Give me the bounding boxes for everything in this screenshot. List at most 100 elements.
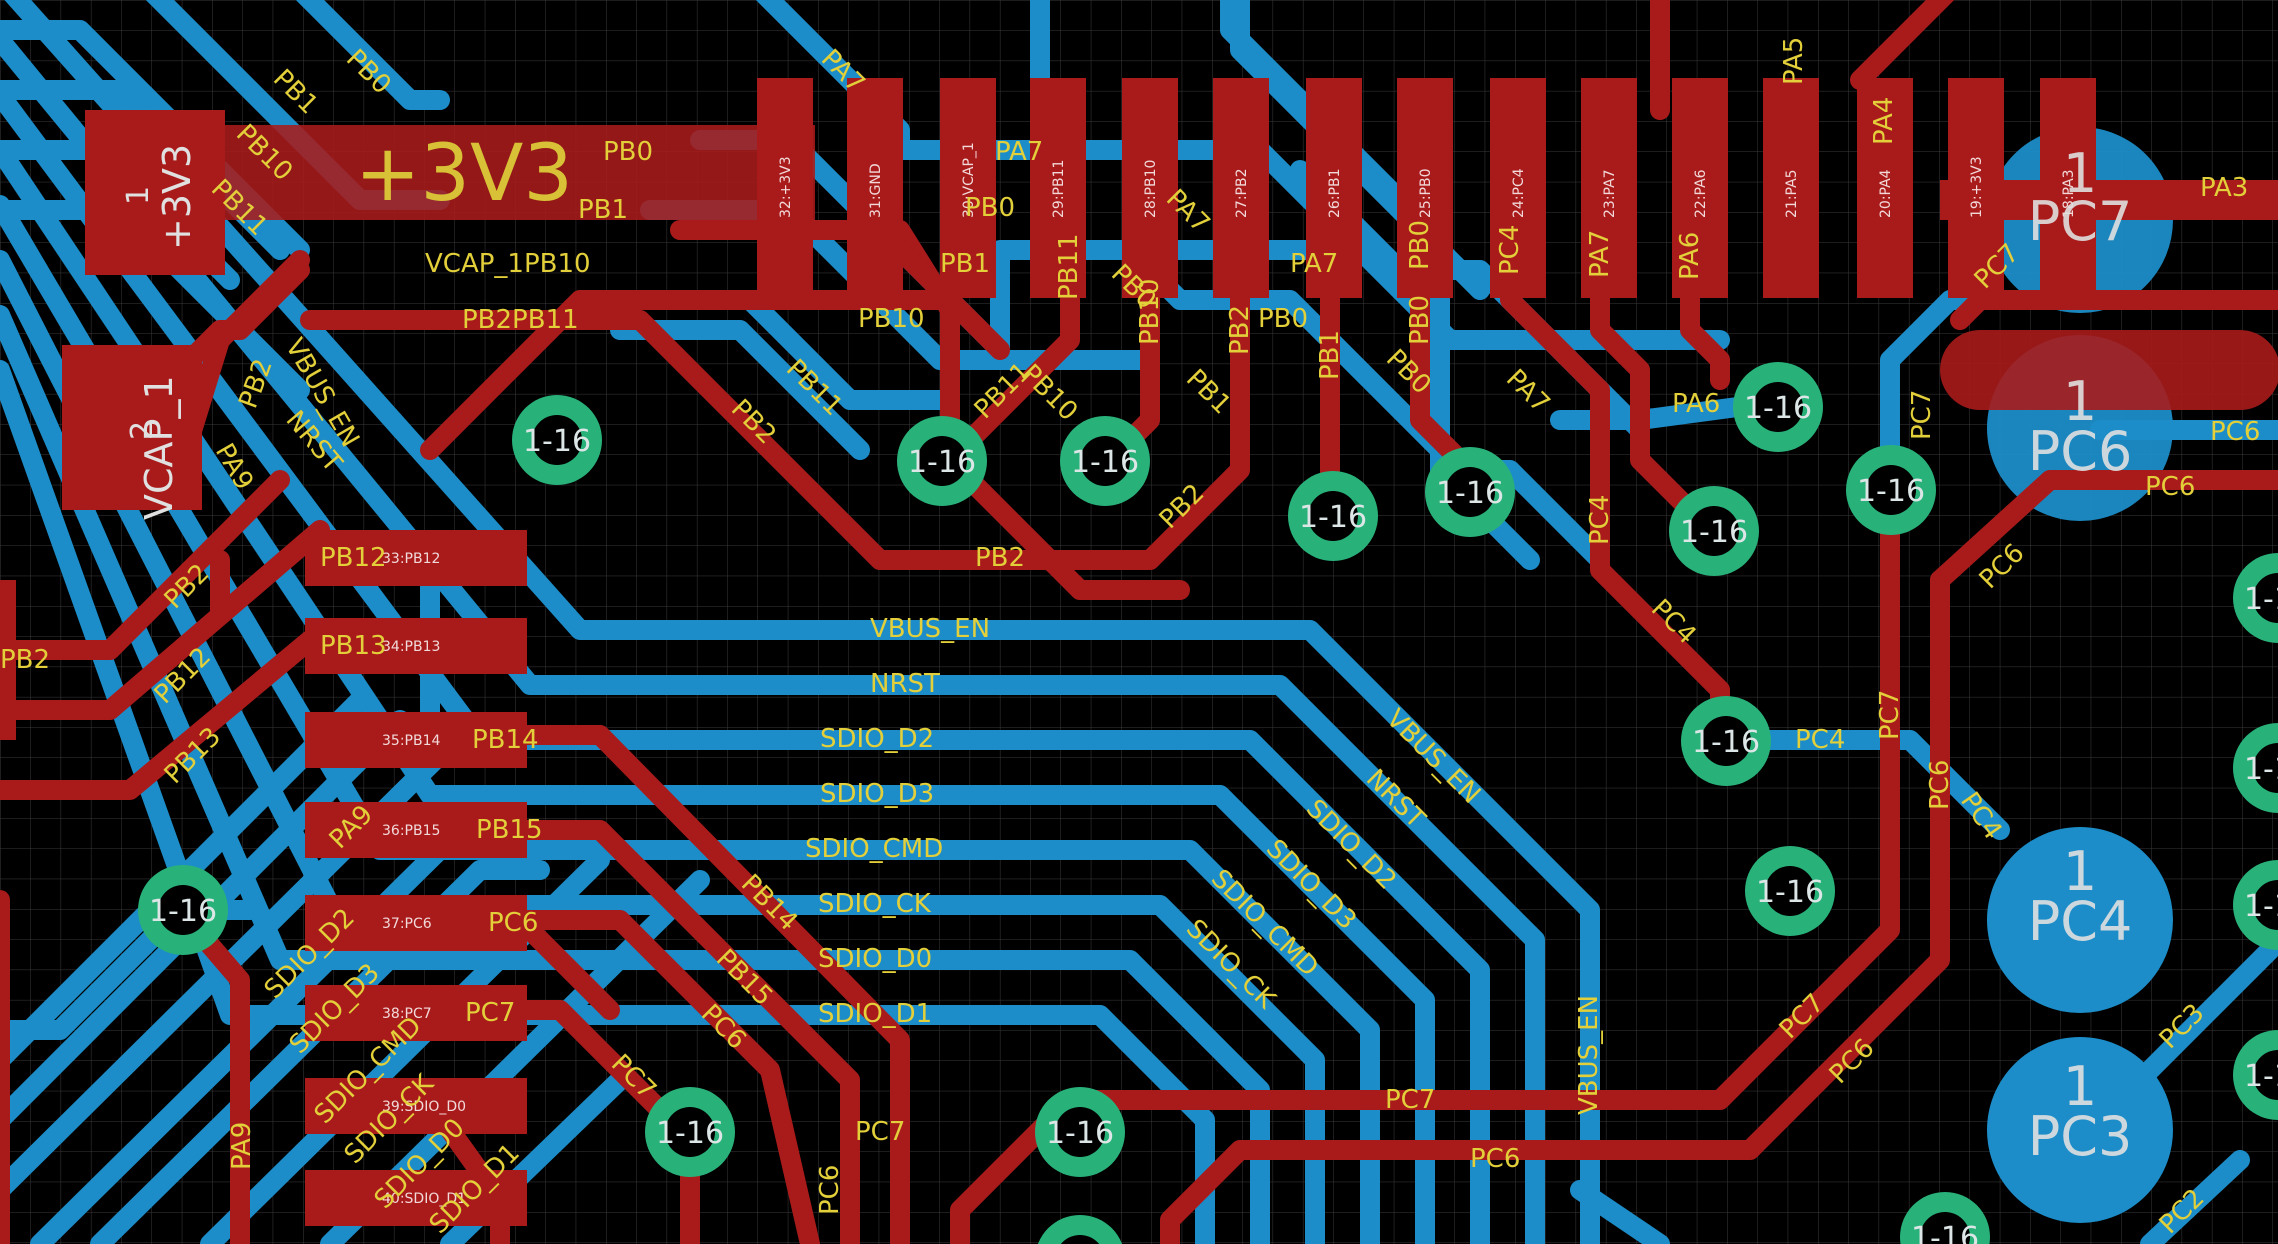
via-label: 1-16 <box>1911 1221 1979 1244</box>
ic-pin-net-label: PB14 <box>472 725 539 755</box>
ic-pin-pad[interactable] <box>1948 78 2004 298</box>
pad-pc4-net: PC4 <box>2028 890 2133 953</box>
label-pb1-vert: PB1 <box>1315 330 1345 380</box>
via-label: 1-16 <box>1436 476 1504 511</box>
ic-pin-label: 28:PB10 <box>1143 160 1159 218</box>
label-pb0-vert: PB0 <box>1405 295 1435 345</box>
bus-label-nrst: NRST <box>870 669 940 699</box>
label-pb1-top: PB1 <box>578 195 628 225</box>
via-label: 1-16 <box>523 424 591 459</box>
via-hole <box>1689 506 1739 556</box>
ic-pin-pad[interactable] <box>940 78 996 298</box>
via-label: 1-16 <box>1857 474 1925 509</box>
ic-pin-label: 20:PA4 <box>1878 169 1894 218</box>
label-pb0-mid: PB0 <box>965 193 1015 223</box>
label-pc7-horiz2: PC7 <box>855 1117 905 1147</box>
bus-label-sdio-cmd: SDIO_CMD <box>805 834 943 864</box>
label-pc6-right: PC6 <box>2210 417 2260 447</box>
ic-pin-pad[interactable] <box>1306 78 1362 298</box>
trace-nrst <box>0 30 1545 1244</box>
label-pa7-mid: PA7 <box>995 137 1043 167</box>
ic-pin-pad[interactable] <box>847 78 903 298</box>
ic-pin-pad[interactable] <box>1397 78 1453 298</box>
ic-pin-label: 37:PC6 <box>382 916 432 932</box>
ic-pin-pad[interactable] <box>305 802 527 858</box>
ic-pin-pad[interactable] <box>305 985 527 1041</box>
ic-pin-label: 18:PA3 <box>2061 169 2077 218</box>
bus-label-sdio-ck: SDIO_CK <box>818 889 932 919</box>
pad-vcap-num: 2 <box>125 421 160 440</box>
ic-pin-pad[interactable] <box>1581 78 1637 298</box>
label-pc6-horiz: PC6 <box>1470 1144 1520 1174</box>
pad-pc6-net: PC6 <box>2028 420 2133 483</box>
ic-pin-label: 19:+3V3 <box>1969 156 1985 218</box>
big-3v3-label: +3V3 <box>355 129 573 219</box>
via-label: 1-16 <box>1299 500 1367 535</box>
label-pa7-vert: PA7 <box>1585 230 1615 278</box>
pad-vcap-net: VCAP_1 <box>137 375 181 520</box>
via-hole <box>1920 1212 1970 1244</box>
via-hole <box>1060 1235 1100 1244</box>
ic-pin-pad[interactable] <box>1213 78 1269 298</box>
via-hole <box>1055 1107 1105 1157</box>
trace-sdio-d1 <box>0 360 1215 1244</box>
via-label: 1-16 <box>2244 1059 2278 1094</box>
ic-pin-net-label: PC7 <box>465 998 515 1028</box>
trace-pc6-left <box>440 910 820 1244</box>
ic-pin-pad[interactable] <box>1763 78 1819 298</box>
pad-pc4-num: 1 <box>2063 840 2097 903</box>
via-label: 1-16 <box>149 894 217 929</box>
ic-pin-label: 35:PB14 <box>382 733 440 749</box>
label-pb2-bottom: PB2 <box>975 543 1025 573</box>
via-hole <box>1753 382 1803 432</box>
ic-pin-pad[interactable] <box>305 1078 527 1134</box>
ic-pin-net-label: PC6 <box>488 908 538 938</box>
via[interactable] <box>1035 1215 1125 1244</box>
ic-pin-pad[interactable] <box>305 712 527 768</box>
via-label: 1-16 <box>1071 445 1139 480</box>
via-hole <box>1308 491 1358 541</box>
label-pb2-vert: PB2 <box>1225 305 1255 355</box>
ic-pin-label: 34:PB13 <box>382 639 440 655</box>
ic-pin-label: 38:PC7 <box>382 1006 432 1022</box>
ic-pin-label: 25:PB0 <box>1418 169 1434 219</box>
via-hole <box>665 1107 715 1157</box>
label-pa3: PA3 <box>2200 173 2248 203</box>
via-label: 1-16 <box>2244 582 2278 617</box>
via-label: 1-16 <box>1680 515 1748 550</box>
ic-pin-pad[interactable] <box>2040 78 2096 298</box>
ic-pin-pad[interactable] <box>305 618 527 674</box>
pad-pc6-num: 1 <box>2063 370 2097 433</box>
via-hole <box>1765 866 1815 916</box>
bus-label-sdio-d3: SDIO_D3 <box>820 779 934 809</box>
ic-pin-pad[interactable] <box>1122 78 1178 298</box>
label-pb11-vert: PB11 <box>1054 233 1084 300</box>
bus-label-sdio-d1: SDIO_D1 <box>818 999 932 1029</box>
pad-pc3-num: 1 <box>2063 1055 2097 1118</box>
label-pa9-vert: PA9 <box>227 1122 257 1170</box>
ic-pin-label: 22:PA6 <box>1693 169 1709 218</box>
label-pa7-mid2: PA7 <box>1290 249 1338 279</box>
label-pc6-vert: PC6 <box>1925 760 1955 810</box>
label-pb1-mid: PB1 <box>940 249 990 279</box>
ic-pin-pad[interactable] <box>1490 78 1546 298</box>
ic-pin-pad[interactable] <box>305 1170 527 1226</box>
via-label: 1-16 <box>1744 391 1812 426</box>
ic-pin-pad[interactable] <box>1672 78 1728 298</box>
ic-pin-pad[interactable] <box>305 530 527 586</box>
label-pc7-vert: PC7 <box>1875 690 1905 740</box>
ic-pin-pad[interactable] <box>305 895 527 951</box>
via-hole <box>1866 465 1916 515</box>
ic-pin-pad[interactable] <box>757 78 813 298</box>
via-label: 1-16 <box>2244 889 2278 924</box>
trace-pc2-bot <box>2140 1150 2250 1244</box>
ic-pin-pad[interactable] <box>1030 78 1086 298</box>
via-hole <box>1080 436 1130 486</box>
trace-pb2-top <box>300 270 1250 570</box>
ic-pin-label: 40:SDIO_D1 <box>382 1191 466 1207</box>
label-pa6-vert: PA6 <box>1675 232 1705 280</box>
ic-pin-pad[interactable] <box>1857 78 1913 298</box>
bus-label-vbus-en: VBUS_EN <box>870 614 990 644</box>
label-pb2pb11: PB2PB11 <box>462 305 579 335</box>
